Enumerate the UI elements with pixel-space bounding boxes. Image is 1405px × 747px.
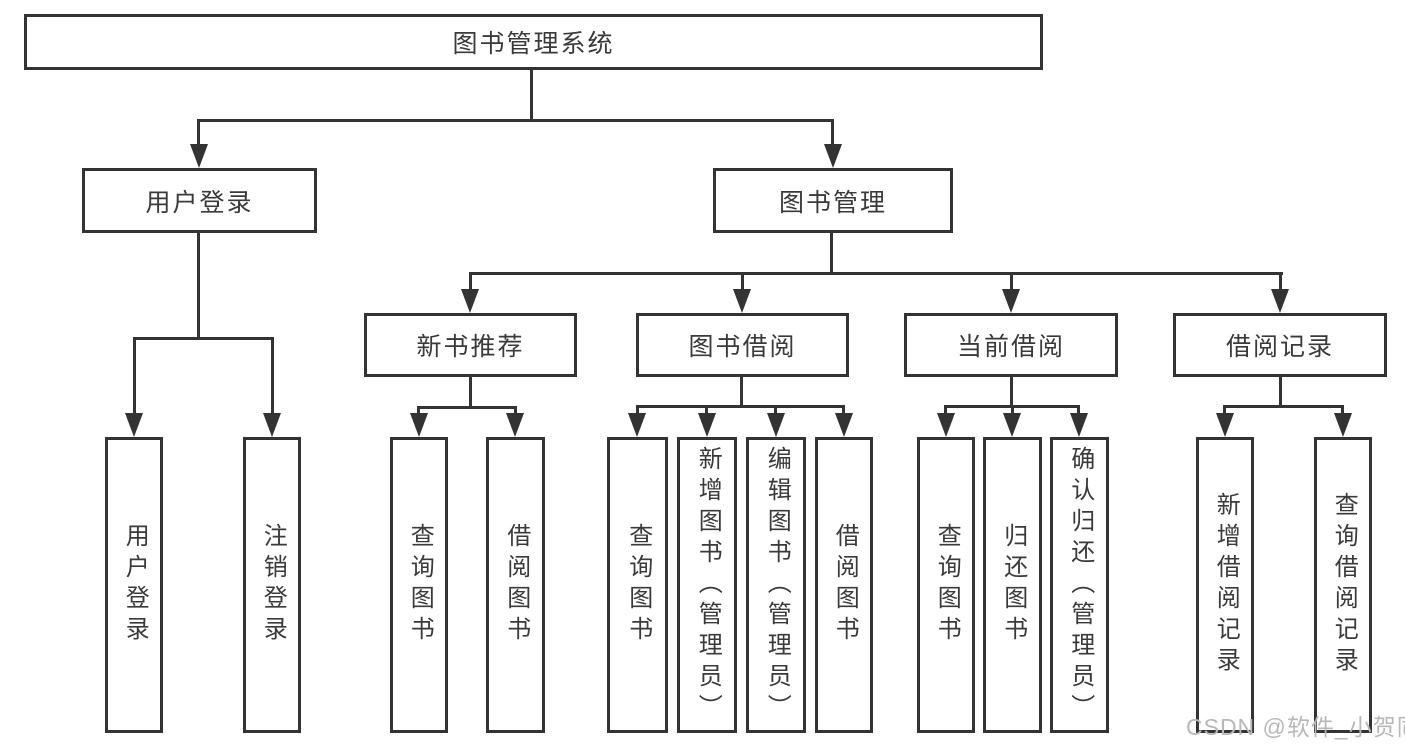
connector-arrowhead <box>1002 289 1020 313</box>
leaf-label: 借阅图书 <box>831 523 859 647</box>
leaf-label: 查询图书 <box>933 523 961 647</box>
leaf-label: 用户登录 <box>121 523 149 647</box>
leaf-confirm-return-admin: 确认归还（管理员） <box>1050 437 1109 733</box>
leaf-add-books-admin: 新增图书（管理员） <box>677 437 737 733</box>
connector-line <box>741 272 744 294</box>
node-book-borrow: 图书借阅 <box>636 313 849 377</box>
connector-line <box>514 406 517 418</box>
leaf-label: 注销登录 <box>259 523 287 647</box>
connector-line <box>469 272 1283 275</box>
connector-line <box>469 272 472 294</box>
connector-line <box>1077 405 1080 417</box>
connector-line <box>944 405 947 417</box>
leaf-label: 借阅图书 <box>502 523 530 647</box>
leaf-query-books-borrow: 查询图书 <box>607 437 668 733</box>
connector-line <box>1223 405 1226 417</box>
connector-arrowhead <box>698 413 716 437</box>
leaf-label: 查询图书 <box>624 523 652 647</box>
connector-line <box>197 119 200 149</box>
connector-line <box>830 233 833 275</box>
leaf-borrow-books: 借阅图书 <box>815 437 873 733</box>
leaf-label: 查询借阅记录 <box>1330 492 1358 678</box>
connector-arrowhead <box>1070 413 1088 437</box>
connector-line <box>636 405 639 417</box>
connector-line <box>271 337 274 415</box>
connector-arrowhead <box>767 413 785 437</box>
connector-arrowhead <box>1334 413 1352 437</box>
leaf-query-borrow-record: 查询借阅记录 <box>1314 437 1372 733</box>
leaf-return-books: 归还图书 <box>983 437 1042 733</box>
leaf-label: 查询图书 <box>406 523 434 647</box>
connector-line <box>1011 405 1014 417</box>
connector-line <box>842 405 845 417</box>
connector-line <box>1341 405 1344 417</box>
connector-line <box>705 405 708 417</box>
node-borrow-records: 借阅记录 <box>1173 313 1387 377</box>
leaf-label: 归还图书 <box>999 523 1027 647</box>
connector-line <box>417 406 517 409</box>
leaf-label: 新增图书（管理员） <box>694 445 722 725</box>
leaf-logout: 注销登录 <box>243 437 301 733</box>
connector-line <box>133 337 274 340</box>
connector-line <box>831 119 834 149</box>
connector-arrowhead <box>1003 413 1021 437</box>
connector-arrowhead <box>190 144 208 168</box>
connector-arrowhead <box>835 413 853 437</box>
connector-line <box>469 377 472 408</box>
node-user-login: 用户登录 <box>82 168 317 233</box>
connector-line <box>636 405 845 408</box>
connector-line <box>774 405 777 417</box>
connector-line <box>1279 272 1282 294</box>
leaf-query-books-recommend: 查询图书 <box>390 437 448 733</box>
node-current-borrow: 当前借阅 <box>904 313 1118 377</box>
connector-line <box>530 68 533 121</box>
leaf-borrow-books-recommend: 借阅图书 <box>486 437 545 733</box>
connector-arrowhead <box>506 413 524 437</box>
connector-line <box>1223 405 1344 408</box>
connector-line <box>1279 377 1282 407</box>
leaf-add-borrow-record: 新增借阅记录 <box>1196 437 1254 733</box>
leaf-query-books-current: 查询图书 <box>917 437 975 733</box>
connector-arrowhead <box>461 289 479 313</box>
connector-arrowhead <box>1271 289 1289 313</box>
connector-line <box>197 119 834 122</box>
node-book-management: 图书管理 <box>713 168 953 233</box>
connector-arrowhead <box>937 413 955 437</box>
connector-arrowhead <box>628 413 646 437</box>
leaf-label: 确认归还（管理员） <box>1066 445 1094 725</box>
leaf-label: 新增借阅记录 <box>1212 492 1240 678</box>
connector-arrowhead <box>1216 413 1234 437</box>
connector-line <box>1010 377 1013 407</box>
connector-line <box>133 337 136 415</box>
leaf-user-login: 用户登录 <box>105 437 163 733</box>
connector-arrowhead <box>733 289 751 313</box>
csdn-watermark: CSDN @软件_小贺同学 <box>1186 714 1405 740</box>
node-library-system: 图书管理系统 <box>24 14 1043 70</box>
connector-line <box>417 406 420 418</box>
leaf-label: 编辑图书（管理员） <box>763 445 791 725</box>
connector-line <box>1010 272 1013 294</box>
connector-line <box>197 233 200 339</box>
connector-arrowhead <box>125 413 143 437</box>
connector-arrowhead <box>410 413 428 437</box>
connector-arrowhead <box>824 144 842 168</box>
node-new-book-recommend: 新书推荐 <box>364 313 577 377</box>
connector-line <box>740 377 743 407</box>
leaf-edit-books-admin: 编辑图书（管理员） <box>746 437 806 733</box>
connector-arrowhead <box>263 413 281 437</box>
